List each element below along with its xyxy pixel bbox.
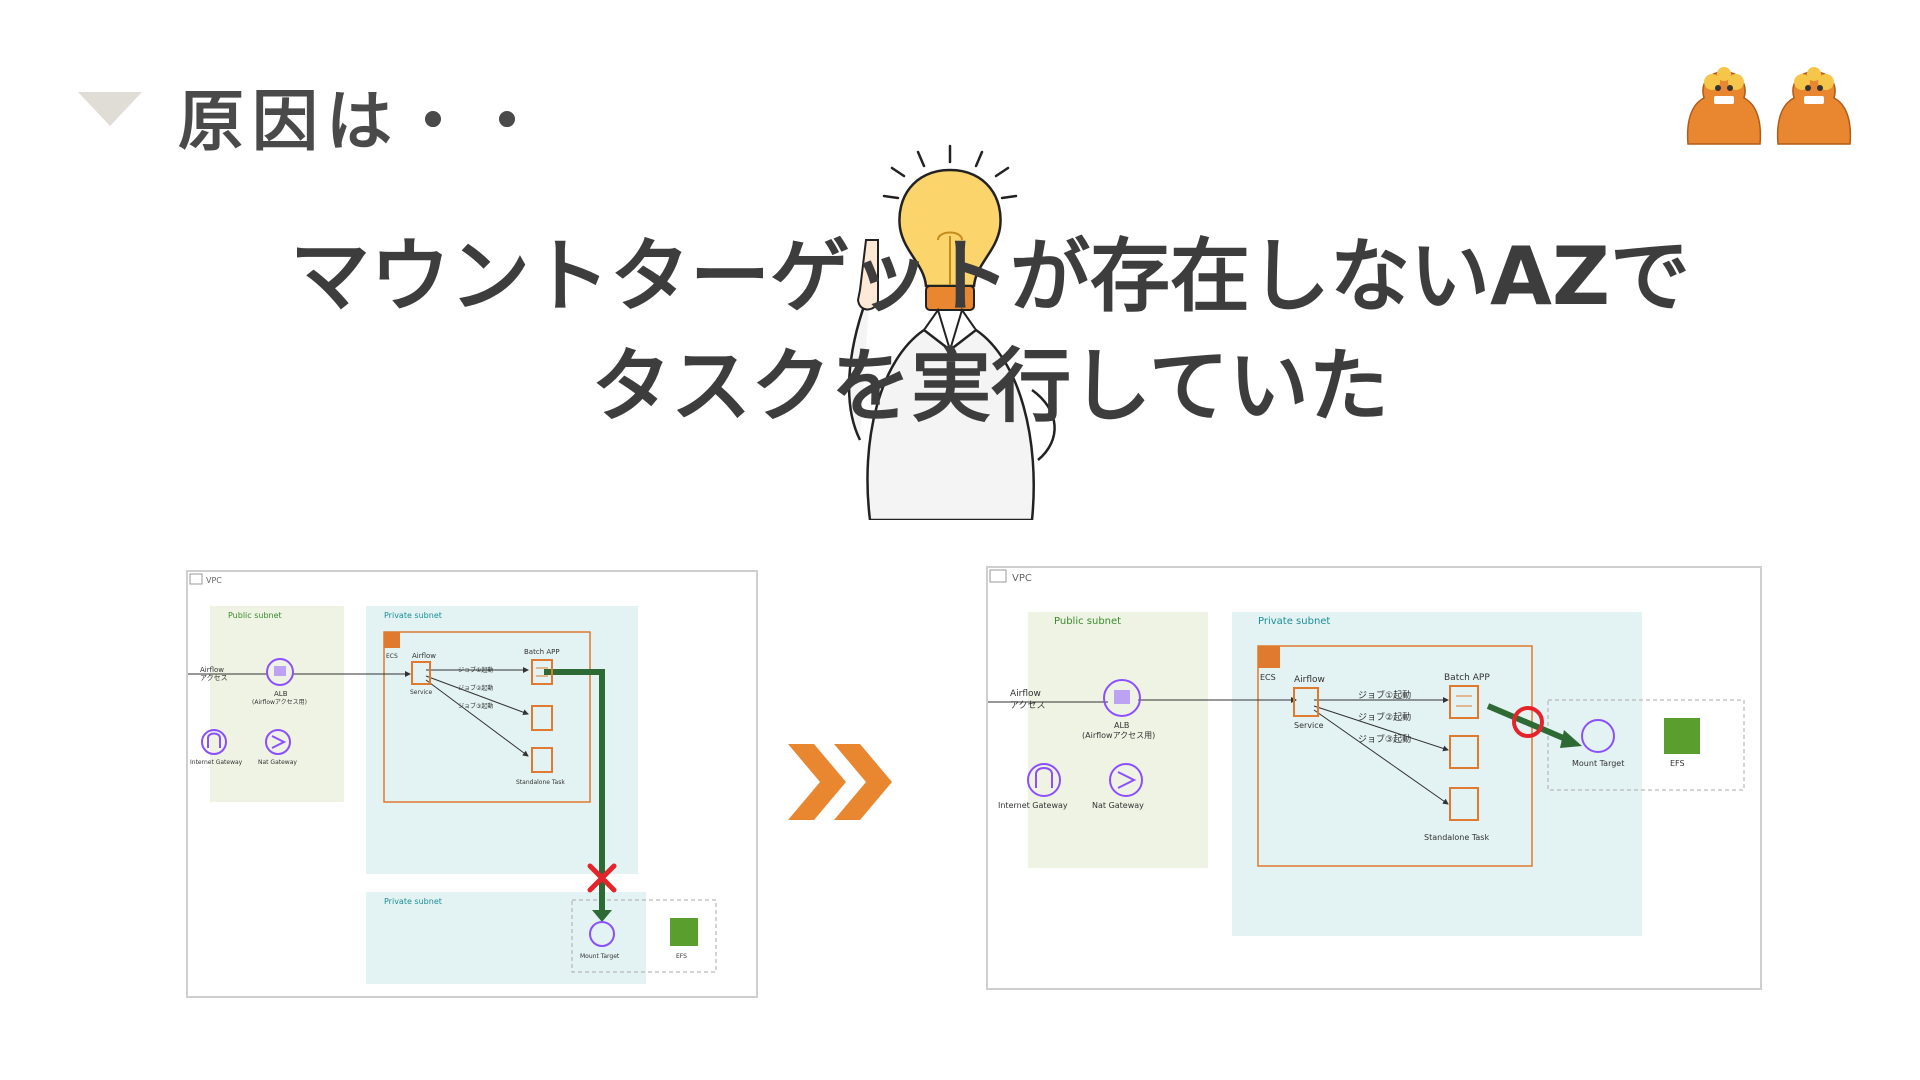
task-icon	[531, 705, 553, 731]
user-label: Airflow	[1010, 689, 1041, 699]
airflow-service-icon	[411, 661, 431, 685]
public-subnet-label: Public subnet	[1054, 616, 1121, 627]
diagram-before: VPC Public subnet Private subnet Private…	[186, 570, 758, 998]
standalone-label: Standalone Task	[516, 779, 565, 786]
mount-target-icon	[1581, 719, 1615, 753]
alb-sublabel: (Airflowアクセス用)	[1082, 731, 1155, 740]
efs-label: EFS	[676, 953, 687, 960]
mount-target-label: Mount Target	[580, 953, 620, 960]
airflow-label: Airflow	[1294, 675, 1325, 685]
title-triangle-icon	[78, 92, 142, 126]
efs-icon	[670, 918, 698, 946]
private-subnet-label: Private subnet	[1258, 616, 1330, 627]
ecs-icon	[384, 632, 400, 648]
job3-label: ジョブ③起動	[458, 702, 493, 710]
job2-label: ジョブ②起動	[1358, 711, 1411, 723]
efs-icon	[1664, 718, 1700, 754]
batch-app-label: Batch APP	[1444, 673, 1490, 683]
service-label: Service	[1294, 721, 1324, 730]
nat-gateway-icon	[265, 729, 291, 755]
diagram-after: VPC Public subnet Private subnet ECS Air…	[986, 566, 1762, 990]
vpc-label: VPC	[1012, 573, 1032, 584]
alb-icon	[266, 658, 294, 686]
internet-gateway-icon	[1027, 763, 1061, 797]
alb-label: ALB	[274, 690, 288, 698]
efs-label: EFS	[1670, 759, 1685, 768]
job3-label: ジョブ③起動	[1358, 733, 1411, 745]
slide-title: 原因は・・	[178, 83, 548, 160]
user-label-2: アクセス	[200, 674, 228, 682]
batch-app-icon	[1449, 685, 1479, 719]
private-subnet-top-label: Private subnet	[384, 611, 442, 620]
task-icon	[1449, 735, 1479, 769]
headline: マウントターゲットが存在しないAZで タスクを実行していた	[260, 222, 1720, 442]
airflow-label: Airflow	[412, 652, 436, 660]
public-subnet-label: Public subnet	[228, 611, 282, 620]
alb-label: ALB	[1114, 721, 1129, 730]
user-label: Airflow	[200, 666, 224, 674]
vpc-icon	[989, 569, 1007, 583]
headline-line-1: マウントターゲットが存在しないAZで	[290, 230, 1690, 323]
airflow-service-icon	[1293, 687, 1319, 717]
igw-label: Internet Gateway	[998, 801, 1068, 810]
batch-app-label: Batch APP	[524, 648, 560, 656]
private-subnet-bottom-label: Private subnet	[384, 897, 442, 906]
nat-gateway-icon	[1109, 763, 1143, 797]
mount-target-icon	[589, 921, 615, 947]
igw-label: Internet Gateway	[190, 759, 243, 766]
shisa-lion-icon	[1686, 67, 1852, 145]
standalone-task-icon	[531, 747, 553, 773]
headline-line-2: タスクを実行していた	[591, 340, 1389, 433]
service-label: Service	[410, 689, 432, 696]
ecs-label: ECS	[1260, 673, 1276, 682]
job1-label: ジョブ①起動	[1358, 689, 1411, 701]
alb-sublabel: (Airflowアクセス用)	[252, 699, 307, 706]
job2-label: ジョブ②起動	[458, 684, 493, 692]
lightbulb-head-person-icon	[847, 144, 1056, 520]
double-chevron-right-icon	[788, 744, 892, 820]
ecs-label: ECS	[386, 653, 398, 660]
natgw-label: Nat Gateway	[258, 759, 297, 766]
vpc-label: VPC	[206, 576, 222, 585]
standalone-task-icon	[1449, 787, 1479, 821]
alb-icon	[1103, 679, 1141, 717]
natgw-label: Nat Gateway	[1092, 801, 1144, 810]
vpc-icon	[189, 573, 203, 585]
ecs-icon	[1258, 646, 1280, 668]
standalone-label: Standalone Task	[1424, 833, 1489, 842]
batch-app-icon	[531, 659, 553, 685]
job1-label: ジョブ①起動	[458, 666, 493, 674]
internet-gateway-icon	[201, 729, 227, 755]
user-label-2: アクセス	[1010, 700, 1046, 711]
mount-target-label: Mount Target	[1572, 759, 1624, 768]
